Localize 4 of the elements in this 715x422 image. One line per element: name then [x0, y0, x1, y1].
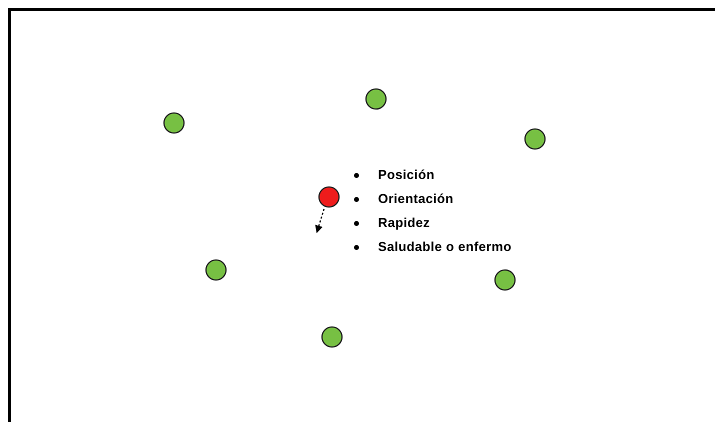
attribute-item: Saludable o enfermo [378, 239, 512, 254]
attribute-item: Posición [378, 167, 435, 182]
attribute-item: Orientación [378, 191, 454, 206]
attribute-item: Rapidez [378, 215, 430, 230]
